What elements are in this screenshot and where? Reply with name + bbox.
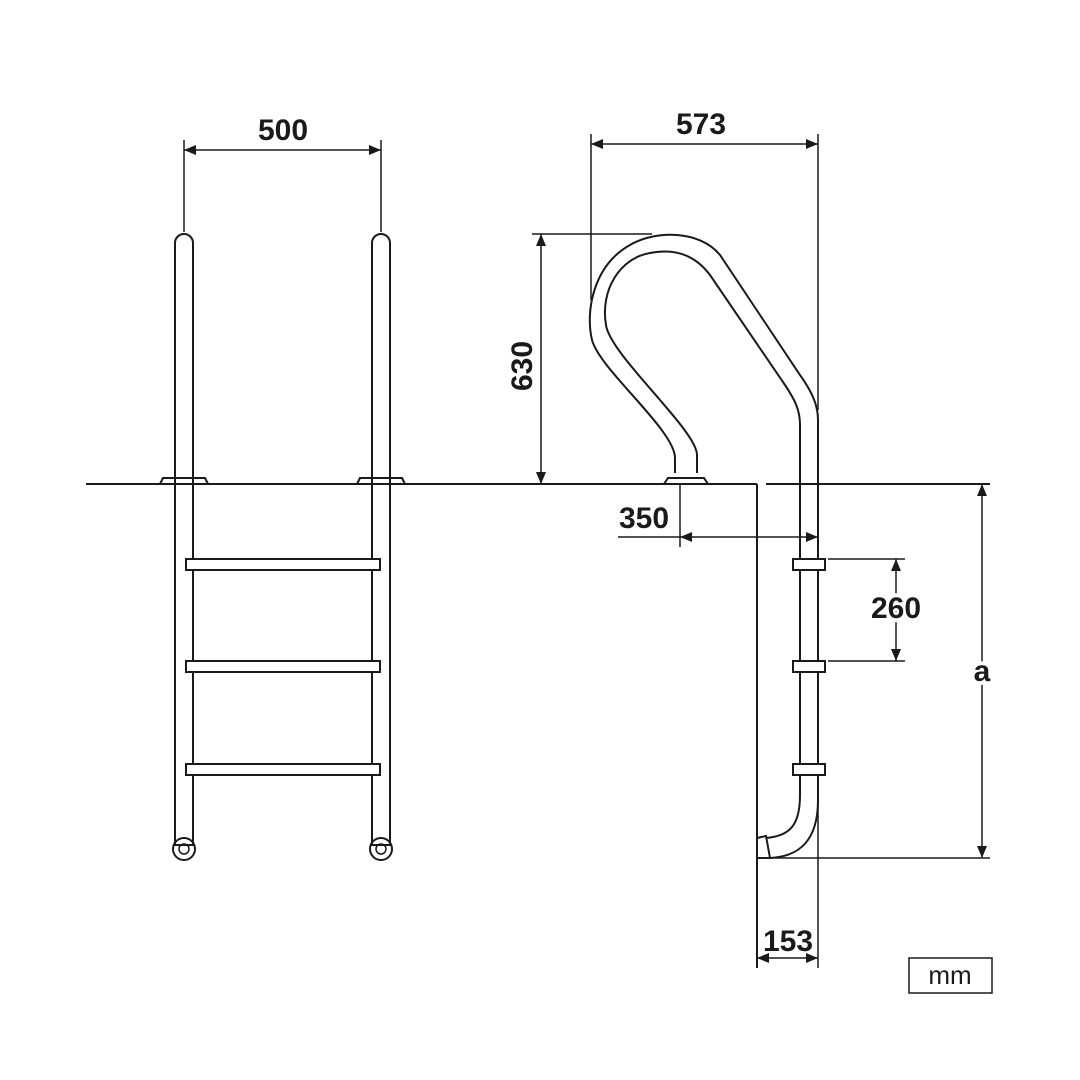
dimension-153: 153 xyxy=(757,800,819,968)
step-1 xyxy=(185,558,381,571)
dimension-350: 350 xyxy=(618,484,818,547)
step-3 xyxy=(185,763,381,776)
front-view-ladder xyxy=(159,233,406,861)
step-2 xyxy=(185,660,381,673)
dimension-a-label: a xyxy=(974,655,991,688)
side-step-3 xyxy=(792,763,826,776)
side-step-1 xyxy=(792,558,826,571)
dimension-573: 573 xyxy=(590,108,819,410)
handrail-base-plate xyxy=(663,477,709,485)
dimension-500: 500 xyxy=(183,114,382,232)
right-rail xyxy=(369,233,393,861)
units-box: mm xyxy=(908,957,993,994)
handrail-inner xyxy=(603,250,801,839)
dimension-260: 260 xyxy=(828,558,925,662)
handrail-outer xyxy=(588,233,819,859)
units-label: mm xyxy=(928,960,971,990)
dimension-260-label: 260 xyxy=(871,592,921,625)
side-step-2 xyxy=(792,660,826,673)
dimension-153-label: 153 xyxy=(763,925,813,958)
dimension-573-label: 573 xyxy=(676,108,726,141)
side-view-ladder xyxy=(588,233,826,859)
dimension-500-label: 500 xyxy=(258,114,308,147)
wall-foot xyxy=(756,834,772,859)
dimension-630-label: 630 xyxy=(506,341,539,391)
dimension-350-label: 350 xyxy=(619,502,669,535)
left-anchor xyxy=(159,477,209,485)
left-rail xyxy=(172,233,196,861)
right-anchor xyxy=(356,477,406,485)
dimension-630: 630 xyxy=(506,233,652,484)
